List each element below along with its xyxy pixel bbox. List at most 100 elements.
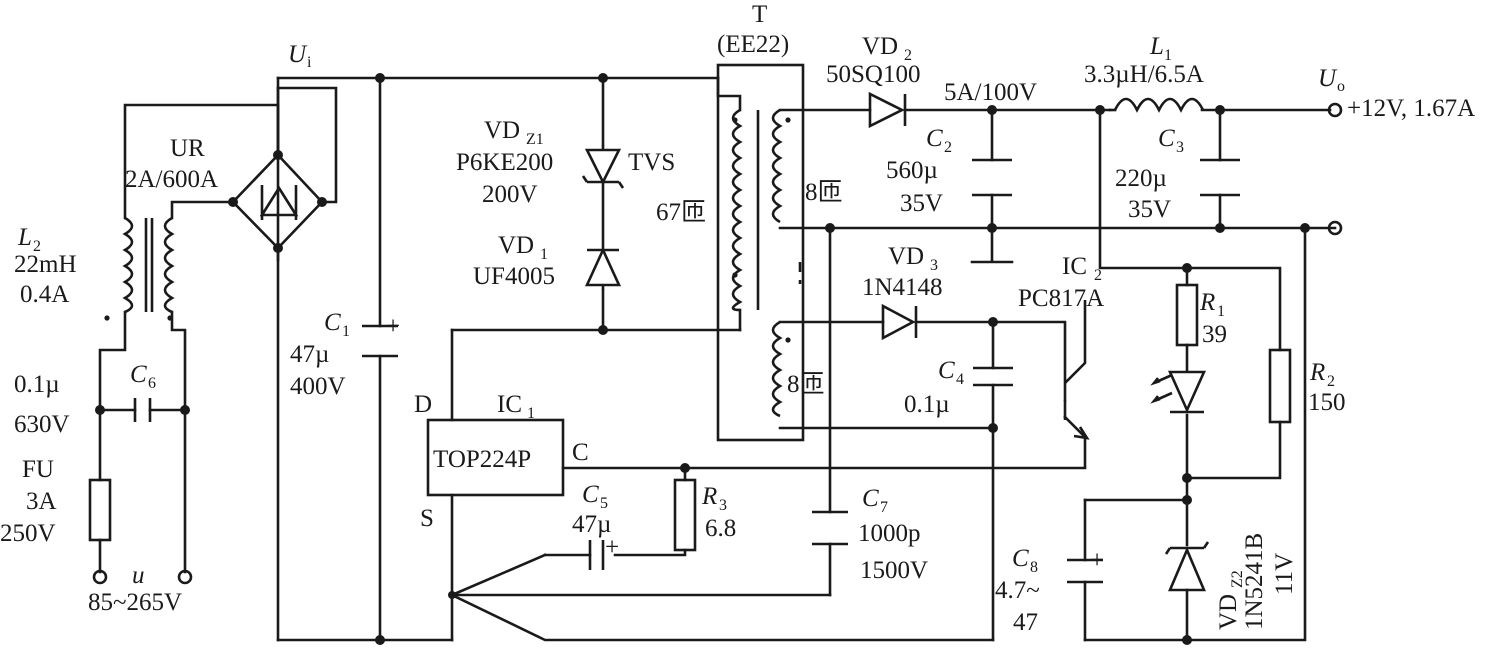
resistor-r1 bbox=[1175, 283, 1199, 347]
c7-rating: 1500V bbox=[860, 557, 928, 584]
ic1-pin-d: D bbox=[414, 391, 432, 418]
c8-value: 4.7~ bbox=[995, 577, 1040, 604]
vdz2-part: 1N5241B bbox=[1241, 533, 1268, 630]
resistor-r3 bbox=[673, 478, 697, 552]
t-primary-turns: 67匝 bbox=[656, 199, 706, 226]
input-label: u bbox=[132, 562, 145, 589]
c4-name: C bbox=[938, 357, 955, 384]
r3-value: 6.8 bbox=[705, 515, 736, 542]
c2-name: C bbox=[926, 125, 943, 152]
r2-value: 150 bbox=[1308, 389, 1346, 416]
c1-value: 47µ bbox=[290, 341, 329, 368]
capacitor-c3 bbox=[1200, 158, 1240, 197]
inductor-l1 bbox=[1113, 97, 1205, 113]
terminals bbox=[92, 102, 1343, 585]
vd3-sub: 3 bbox=[930, 257, 938, 274]
c7-value: 1000p bbox=[858, 520, 921, 547]
ic2-name: IC bbox=[1062, 253, 1087, 280]
input-terminal-l bbox=[92, 569, 108, 585]
c8-value2: 47 bbox=[1013, 609, 1038, 636]
l2-value: 22mH bbox=[14, 251, 77, 278]
ic1-pin-s: S bbox=[420, 505, 434, 532]
ic2-sub: 2 bbox=[1094, 267, 1102, 284]
c3-name: C bbox=[1158, 125, 1175, 152]
zener-diode-vdz2 bbox=[1164, 541, 1210, 592]
tvs-diode-vdz1 bbox=[581, 145, 625, 240]
capacitor-c7 bbox=[812, 510, 848, 546]
l1-name: L bbox=[1149, 33, 1164, 60]
c6-sub: 6 bbox=[148, 375, 156, 392]
ic1-part: TOP224P bbox=[433, 446, 531, 473]
capacitor-c5 bbox=[588, 540, 605, 570]
common-mode-choke-l2 bbox=[104, 216, 175, 321]
junction-dots bbox=[95, 73, 1310, 645]
c3-rating: 35V bbox=[1128, 196, 1171, 223]
c1-rating: 400V bbox=[290, 373, 346, 400]
vd2-name: VD bbox=[862, 33, 898, 60]
c7-sub: 7 bbox=[880, 499, 888, 516]
c5-name: C bbox=[582, 481, 599, 508]
c5-sub: 5 bbox=[600, 495, 608, 512]
ur-rating: 2A/600A bbox=[125, 166, 218, 193]
fu-name: FU bbox=[22, 456, 54, 483]
r2-sub: 2 bbox=[1327, 373, 1335, 390]
c4-value: 0.1µ bbox=[904, 391, 950, 418]
c2-rating: 35V bbox=[900, 190, 943, 217]
c8-plus-sign: + bbox=[1090, 547, 1104, 574]
c2-value: 560µ bbox=[886, 157, 938, 184]
c1-plus-sign: + bbox=[386, 313, 400, 340]
c1-sub: 1 bbox=[342, 323, 350, 340]
capacitor-c6 bbox=[133, 398, 152, 422]
capacitor-c2 bbox=[972, 158, 1012, 197]
optocoupler-ic2 bbox=[1063, 300, 1173, 440]
l2-sub: 2 bbox=[33, 238, 41, 255]
led-ic2 bbox=[1167, 370, 1207, 414]
ic1-name: IC bbox=[497, 391, 522, 418]
c3-sub: 3 bbox=[1176, 139, 1184, 156]
c6-rating: 630V bbox=[14, 411, 70, 438]
vd3-name: VD bbox=[888, 243, 924, 270]
uo-label: U bbox=[1318, 65, 1338, 92]
uo-sub: o bbox=[1337, 78, 1345, 95]
l2-rating: 0.4A bbox=[20, 281, 69, 308]
ui-label: U bbox=[288, 41, 308, 68]
l2-name: L bbox=[17, 224, 32, 251]
ic2-part: PC817A bbox=[1018, 285, 1104, 312]
vd2-part: 50SQ100 bbox=[826, 61, 920, 88]
capacitor-c1 bbox=[362, 324, 398, 358]
output-minus-terminal bbox=[1327, 220, 1343, 236]
r3-name: R bbox=[701, 483, 717, 510]
vdz2-rating: 11V bbox=[1271, 553, 1298, 595]
capacitor-c4 bbox=[973, 366, 1013, 387]
capacitor-c8 bbox=[1067, 558, 1103, 584]
fu-rating: 250V bbox=[0, 520, 56, 547]
ic1-top224p bbox=[426, 418, 565, 497]
t-bias-turns: 8匝 bbox=[787, 371, 825, 398]
bridge-rectifier-ur bbox=[228, 150, 327, 253]
diode-vd1 bbox=[584, 240, 622, 290]
l1-value: 3.3µH/6.5A bbox=[1084, 61, 1204, 88]
r1-sub: 1 bbox=[1217, 303, 1225, 320]
fu-value: 3A bbox=[26, 488, 57, 515]
vdz1-sub: Z1 bbox=[526, 131, 544, 148]
t-core: (EE22) bbox=[717, 31, 789, 58]
l1-sub: 1 bbox=[1164, 47, 1172, 64]
vdz2-sub: Z2 bbox=[1229, 570, 1246, 588]
c7-name: C bbox=[862, 485, 879, 512]
vdz1-part: P6KE200 bbox=[456, 149, 553, 176]
transformer-t bbox=[716, 63, 805, 442]
vdz2-name: VD bbox=[1215, 594, 1242, 630]
vd2-sub: 2 bbox=[904, 47, 912, 64]
r1-value: 39 bbox=[1202, 321, 1227, 348]
resistor-r2 bbox=[1268, 348, 1292, 424]
vd3-part: 1N4148 bbox=[862, 274, 943, 301]
diode-vd3 bbox=[881, 303, 918, 341]
r3-sub: 3 bbox=[719, 497, 727, 514]
vdz1-type: TVS bbox=[628, 149, 675, 176]
wires bbox=[98, 76, 1337, 642]
vdz2-label-group: VD Z2 bbox=[1215, 570, 1246, 630]
diode-vd2 bbox=[868, 91, 907, 129]
c5-plus-sign: + bbox=[605, 534, 619, 561]
c3-value: 220µ bbox=[1115, 165, 1167, 192]
